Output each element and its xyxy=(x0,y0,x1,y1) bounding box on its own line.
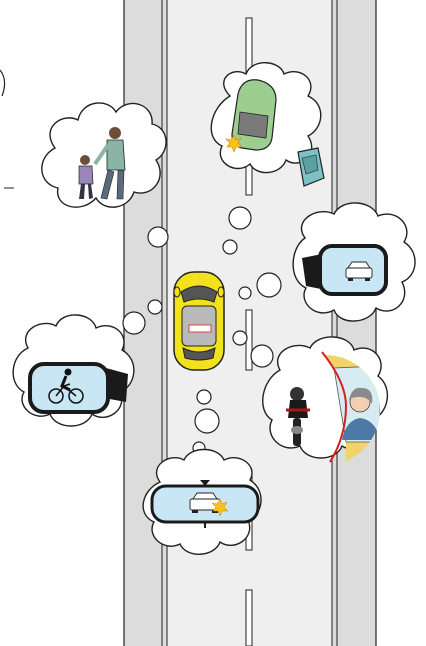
pedestrian-thought-bubble xyxy=(42,103,166,207)
rear-view-mirror-icon xyxy=(152,480,258,528)
rear-mirror-thought-bubble xyxy=(143,450,261,555)
margin-decoration xyxy=(0,70,14,188)
ego-car xyxy=(174,272,224,370)
car-in-mirror-icon xyxy=(346,262,372,281)
right-mirror-thought-bubble xyxy=(293,203,415,321)
left-mirror-thought-bubble xyxy=(13,315,134,426)
right-sidewalk xyxy=(332,0,376,646)
